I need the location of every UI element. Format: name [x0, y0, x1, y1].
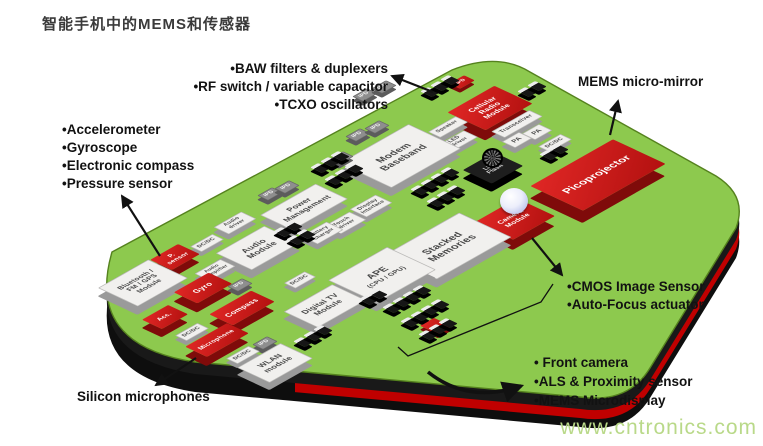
chip-label: IPD [257, 338, 272, 347]
annotation-line: •ALS & Proximity sensor [534, 374, 693, 389]
chip-label: PA [529, 128, 545, 136]
chip-label: IPD [350, 130, 365, 139]
chip-dcdc-5: DC/DC [283, 271, 317, 289]
chip-label: Gyro [189, 280, 215, 295]
annotation-line: •Gyroscope [62, 140, 138, 155]
watermark: www.cntronics.com [560, 416, 757, 439]
annotation-motion-sensors: •Accelerometer •Gyroscope •Electronic comp… [62, 121, 194, 193]
chip-dcdc-1: DC/DC [189, 233, 225, 253]
chip-acc: Acc. [141, 304, 189, 330]
chip-label: Compass [222, 297, 261, 319]
annotation-line: •Auto-Focus actuator [567, 297, 704, 312]
annotation-line: •TCXO oscillators [274, 97, 388, 112]
chip-compass: Compass [209, 290, 275, 326]
annotation-front-camera-als-display: • Front camera •ALS & Proximity sensor •ME… [534, 353, 693, 410]
chip-label: Speaker [434, 119, 460, 134]
annotation-baw-rf-tcxo: •BAW filters & duplexers •RF switch / var… [128, 60, 388, 114]
annotation-silicon-microphones: Silicon microphones [77, 388, 210, 406]
page-title: 智能手机中的MEMS和传感器 [42, 16, 252, 33]
chip-label: DC/DC [180, 325, 202, 338]
chip-label: IPD [262, 189, 277, 198]
chip-label: DC/DC [195, 236, 217, 249]
annotation-line: Silicon microphones [77, 389, 210, 404]
chip-label: Picoprojector [559, 153, 635, 196]
annotation-line: •RF switch / variable capacitor [193, 79, 388, 94]
annotation-mems-micro-mirror: MEMS micro-mirror [578, 73, 703, 91]
annotation-line: •BAW filters & duplexers [230, 61, 388, 76]
chip-label: IPD [232, 280, 247, 289]
chip-label: PA [509, 136, 525, 144]
chip-label: DC/DC [288, 273, 310, 286]
chip-ipd-8: IPD [227, 278, 253, 292]
annotation-line: • Front camera [534, 355, 629, 370]
chip-label: Microphone [196, 328, 238, 352]
led-flash-lens-icon [482, 148, 503, 168]
chip-label: IPD [369, 122, 384, 131]
annotation-cmos-autofocus: •CMOS Image Sensor •Auto-Focus actuator [567, 278, 705, 314]
chip-label: Acc. [155, 311, 175, 323]
camera-lens-dome [500, 188, 528, 214]
annotation-line: MEMS micro-mirror [578, 74, 704, 89]
annotation-line: •Pressure sensor [62, 176, 173, 191]
annotation-line: •Electronic compass [62, 158, 195, 173]
annotation-line: •CMOS Image Sensor [567, 279, 705, 294]
annotation-line: •Accelerometer [62, 122, 161, 137]
chip-label: IPD [279, 182, 294, 191]
annotation-line: •MEMS Microdisplay [534, 393, 666, 408]
